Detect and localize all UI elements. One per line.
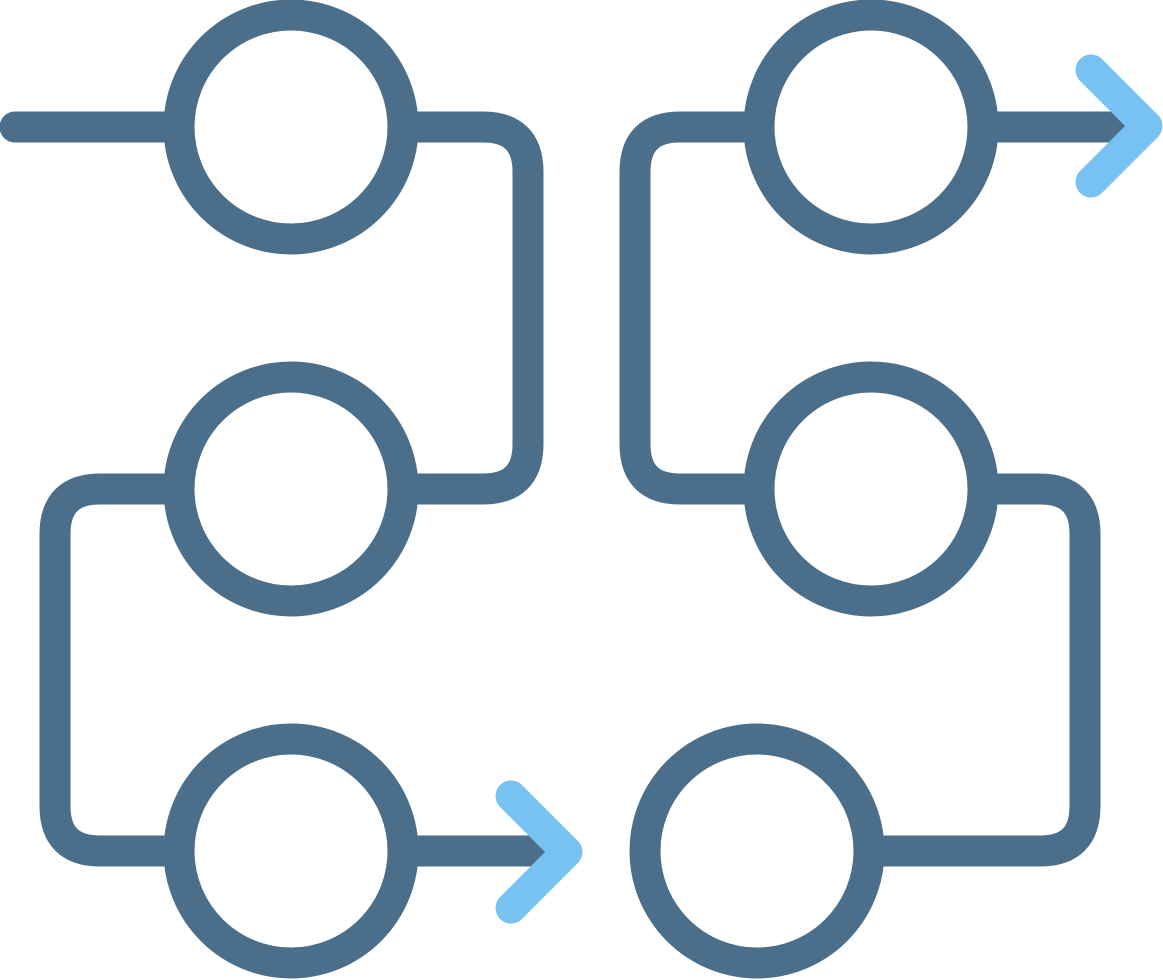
right-connector-3-2 <box>868 473 1101 867</box>
right-connector-2-1 <box>619 111 760 505</box>
right-node-1 <box>743 0 999 255</box>
left-node-1 <box>163 0 419 255</box>
left-node-3 <box>163 723 419 979</box>
left-connector-1-2 <box>402 111 544 505</box>
right-exit-arrow-icon <box>1075 54 1163 198</box>
left-exit-arrow-icon <box>495 780 583 924</box>
left-connector-2-3 <box>39 473 181 867</box>
right-node-3 <box>629 723 885 979</box>
left-node-2 <box>163 361 419 617</box>
right-node-2 <box>743 361 999 617</box>
